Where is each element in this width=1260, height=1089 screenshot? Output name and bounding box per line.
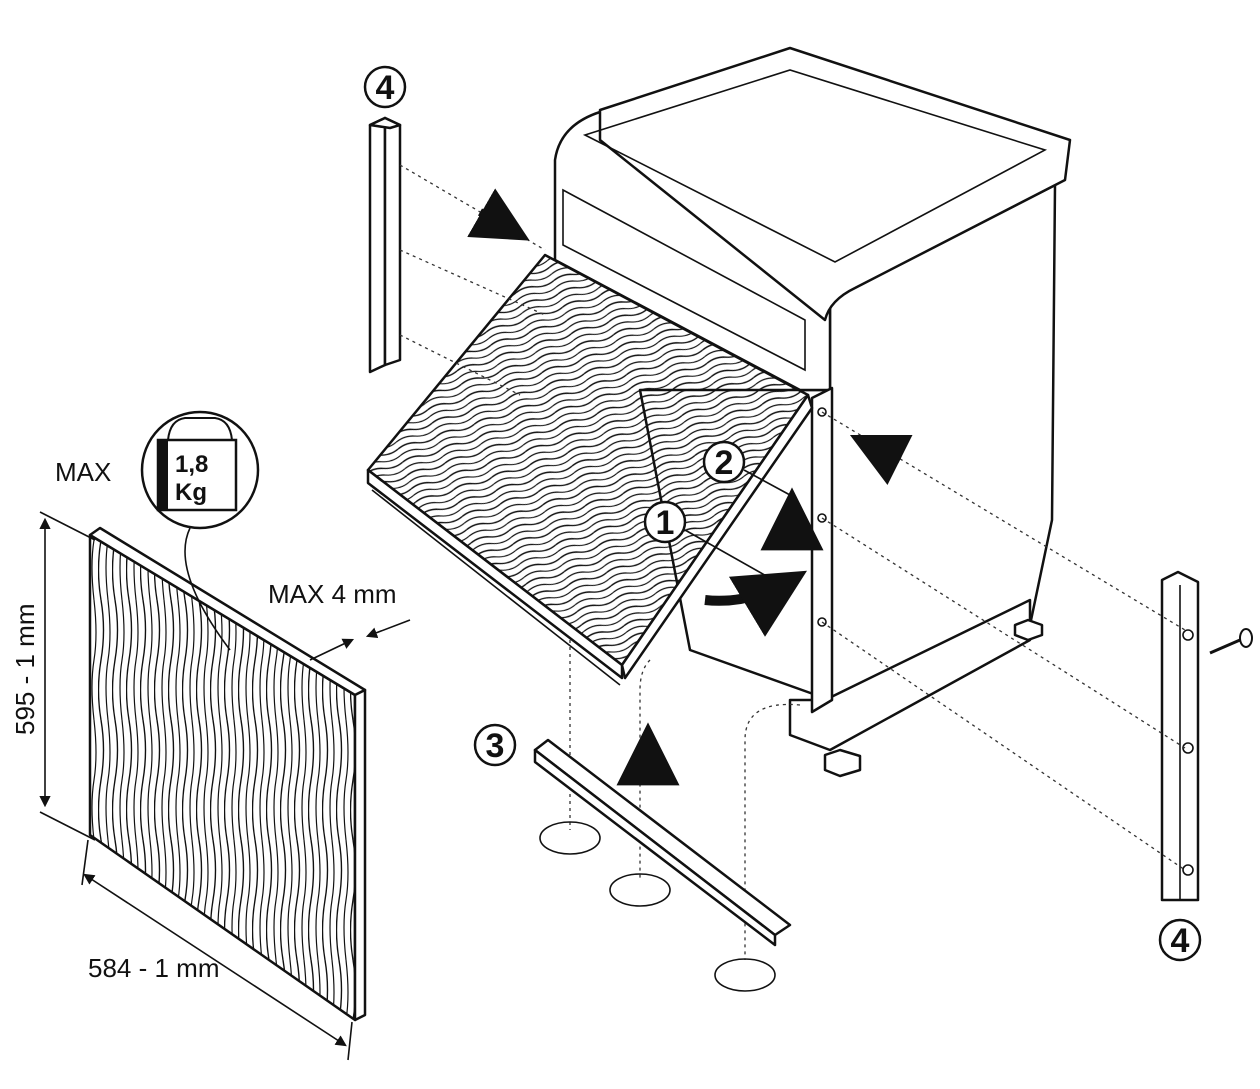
weight-icon [156, 438, 238, 512]
side-strip-bottom [1160, 570, 1200, 902]
control-panel [553, 110, 832, 392]
worktop [598, 46, 1072, 322]
dimension-height [39, 511, 96, 841]
door-panel [366, 253, 814, 686]
svg-text:3: 3 [486, 727, 505, 765]
foot [823, 748, 862, 778]
template-rail [533, 738, 792, 992]
max-weight-label: MAX [55, 457, 111, 487]
svg-text:4: 4 [1171, 922, 1190, 960]
weight-callout [140, 410, 260, 651]
callout-3: 3 [473, 723, 517, 767]
width-label: 584 - 1 mm [88, 953, 220, 983]
svg-text:1: 1 [656, 504, 675, 542]
weight-unit: Kg [175, 479, 207, 506]
dishwasher-plinth [788, 598, 1032, 752]
callout-4-bottom: 4 [1158, 918, 1202, 962]
callout-1: 1 [643, 500, 771, 579]
weight-value: 1,8 [175, 451, 208, 478]
svg-text:4: 4 [376, 69, 395, 107]
screw-icon [1209, 628, 1253, 655]
height-label: 595 - 1 mm [10, 604, 40, 736]
callout-2: 2 [702, 440, 791, 496]
side-strip-top [368, 116, 402, 374]
callout-4-top: 4 [363, 65, 407, 109]
thickness-label: MAX 4 mm [268, 579, 397, 609]
dimension-width [81, 839, 353, 1061]
door-rail [810, 386, 834, 714]
dimension-thickness [309, 619, 411, 661]
svg-text:2: 2 [715, 444, 734, 482]
foot [1013, 618, 1044, 642]
arrows [467, 188, 913, 786]
